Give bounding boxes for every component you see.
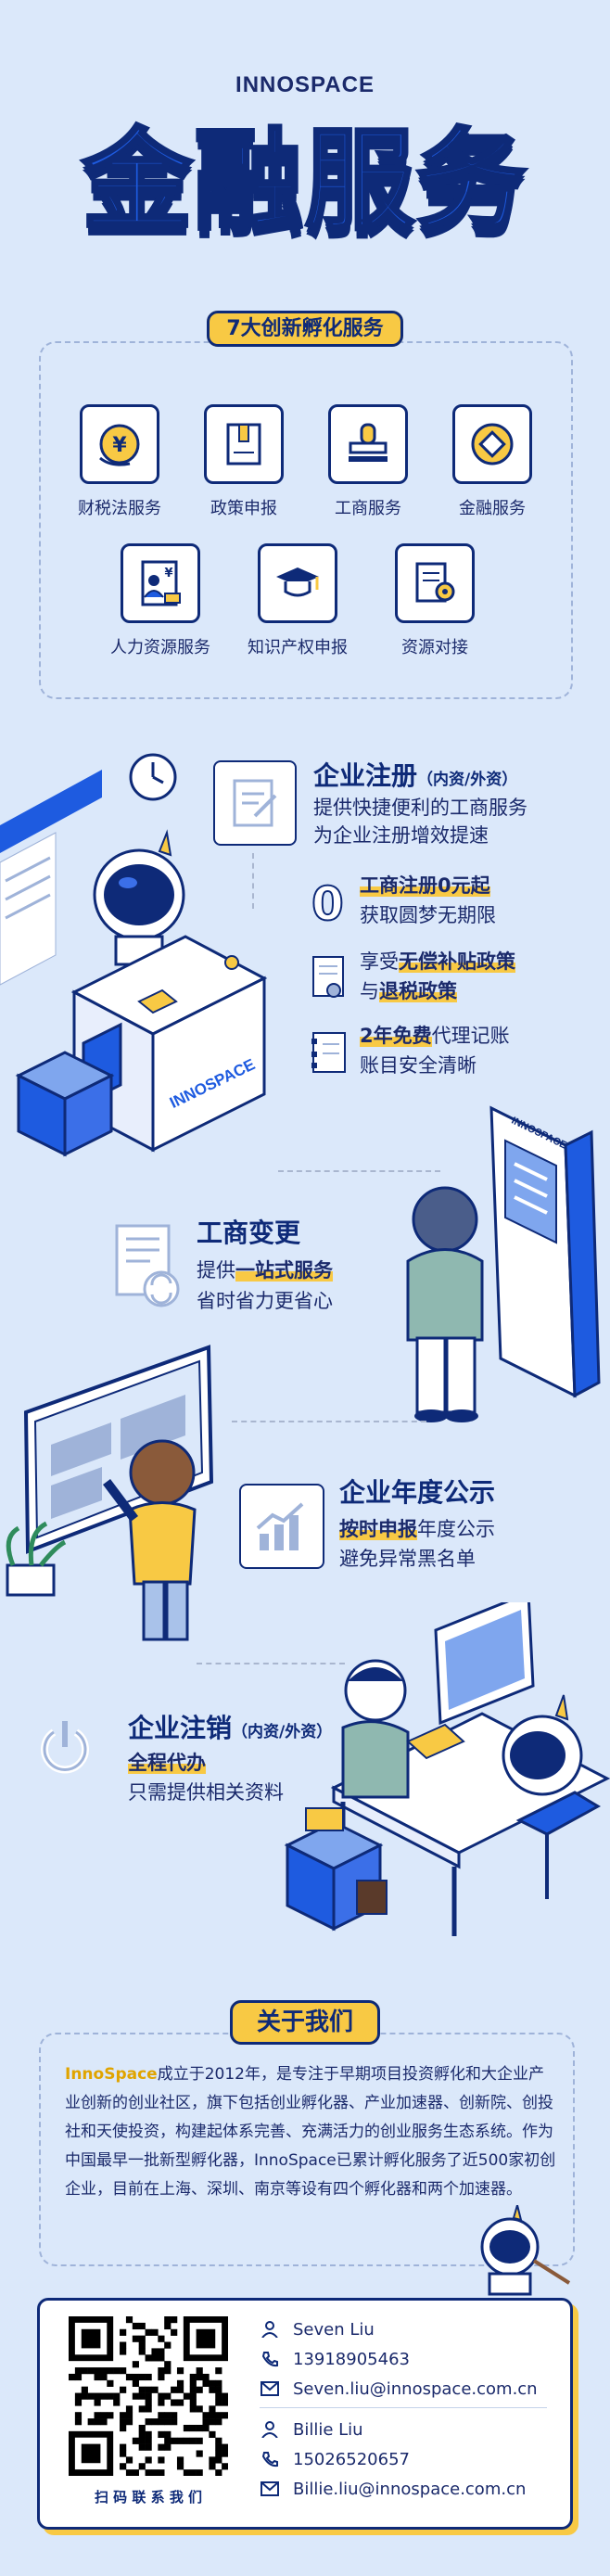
annual-chart-icon bbox=[239, 1484, 324, 1569]
about-badge-wrap: 关于我们 bbox=[0, 2000, 610, 2045]
atm-person-illustration: INNOSPACE bbox=[406, 1105, 601, 1422]
qr-code[interactable] bbox=[69, 2316, 228, 2476]
service-item-tax[interactable]: ¥ 财税法服务 bbox=[59, 404, 180, 519]
phone-icon bbox=[260, 2451, 280, 2468]
cancel-title: 企业注销（内资/外资） bbox=[128, 1713, 333, 1743]
change-line-2: 省时省力更省心 bbox=[197, 1290, 333, 1312]
contact-name-row: Seven Liu bbox=[260, 2315, 538, 2344]
connector-line bbox=[252, 853, 254, 909]
resource-gear-icon bbox=[395, 543, 475, 623]
change-line-1: 提供一站式服务 bbox=[197, 1259, 333, 1282]
annual-line-1: 按时申报年度公示 bbox=[339, 1518, 495, 1540]
svg-text:¥: ¥ bbox=[112, 434, 127, 457]
change-title: 工商变更 bbox=[197, 1218, 301, 1248]
feature-2-title: 享受无偿补贴政策 bbox=[360, 950, 515, 973]
service-label: 政策申报 bbox=[210, 499, 277, 518]
coin-icon bbox=[452, 404, 532, 484]
astronaut-mascot bbox=[480, 2205, 571, 2296]
registration-title: 企业注册（内资/外资） bbox=[313, 760, 518, 791]
mail-icon bbox=[260, 2481, 280, 2496]
tax-coin-icon: ¥ bbox=[80, 404, 159, 484]
feature-3-line2: 账目安全清晰 bbox=[360, 1054, 477, 1077]
services-badge-wrap: 7大创新孵化服务 bbox=[0, 311, 610, 347]
stamp-icon bbox=[328, 404, 408, 484]
annual-title: 企业年度公示 bbox=[339, 1477, 496, 1508]
service-label: 金融服务 bbox=[459, 499, 526, 518]
phone-icon bbox=[260, 2351, 280, 2367]
mail-icon bbox=[260, 2381, 280, 2396]
hr-document-icon: ¥ bbox=[121, 543, 200, 623]
services-badge: 7大创新孵化服务 bbox=[207, 311, 403, 347]
registration-form-icon bbox=[213, 760, 297, 846]
registration-illustration: INNOSPACE bbox=[0, 753, 268, 1157]
cancel-line-1: 全程代办 bbox=[128, 1752, 206, 1774]
contact-email-row[interactable]: Seven.liu@innospace.com.cn bbox=[260, 2374, 538, 2404]
change-document-icon bbox=[113, 1222, 180, 1311]
power-icon bbox=[37, 1717, 93, 1780]
service-label: 工商服务 bbox=[335, 499, 401, 518]
contact-phone-row[interactable]: 15026520657 bbox=[260, 2444, 526, 2474]
feature-1-line2: 获取圆梦无期限 bbox=[360, 904, 496, 926]
service-item-policy[interactable]: 政策申报 bbox=[184, 404, 304, 519]
svg-text:¥: ¥ bbox=[164, 567, 172, 580]
cabinet-illustration bbox=[284, 1807, 388, 1932]
zero-glyph-icon: 0 bbox=[311, 876, 345, 932]
contact-email-row[interactable]: Billie.liu@innospace.com.cn bbox=[260, 2474, 526, 2504]
feature-2-line2: 与退税政策 bbox=[360, 980, 457, 1002]
service-item-business[interactable]: 工商服务 bbox=[308, 404, 428, 519]
ledger-icon bbox=[310, 1029, 350, 1081]
feature-1-title: 工商注册0元起 bbox=[360, 874, 490, 897]
registration-desc-2: 为企业注册增效提速 bbox=[313, 824, 489, 847]
board-person-illustration bbox=[6, 1345, 214, 1641]
contact-person-1: Seven Liu 13918905463 Seven.liu@innospac… bbox=[260, 2315, 538, 2404]
connector-line bbox=[232, 1421, 426, 1422]
brand-logo: INNOSPACE bbox=[235, 72, 375, 97]
service-label: 财税法服务 bbox=[78, 499, 161, 518]
person-icon bbox=[260, 2421, 280, 2438]
about-text: InnoSpace成立于2012年，是专注于早期项目投资孵化和大企业产业创新的创… bbox=[65, 2065, 556, 2199]
service-item-finance[interactable]: 金融服务 bbox=[432, 404, 553, 519]
feature-3-title: 2年免费代理记账 bbox=[360, 1025, 510, 1047]
service-label: 知识产权申报 bbox=[248, 638, 348, 657]
contact-divider bbox=[260, 2407, 547, 2408]
connector-line bbox=[278, 1170, 440, 1172]
qr-caption: 扫 码 联 系 我 们 bbox=[94, 2489, 203, 2506]
service-item-resource[interactable]: 资源对接 bbox=[375, 543, 495, 658]
service-item-ip[interactable]: 知识产权申报 bbox=[237, 543, 358, 658]
contact-name-row: Billie Liu bbox=[260, 2415, 526, 2444]
registration-desc-1: 提供快捷便利的工商服务 bbox=[313, 797, 527, 819]
service-label: 资源对接 bbox=[401, 638, 468, 657]
contact-phone-row[interactable]: 13918905463 bbox=[260, 2344, 538, 2374]
contact-person-2: Billie Liu 15026520657 Billie.liu@innosp… bbox=[260, 2415, 526, 2504]
cancel-line-2: 只需提供相关资料 bbox=[128, 1781, 284, 1804]
connector-line bbox=[197, 1663, 345, 1664]
service-item-hr[interactable]: ¥ 人力资源服务 bbox=[100, 543, 221, 658]
policy-book-icon bbox=[204, 404, 284, 484]
graduation-cap-icon bbox=[258, 543, 337, 623]
person-icon bbox=[260, 2321, 280, 2338]
desk-worker-illustration bbox=[330, 1602, 610, 1936]
hero-title: 金融服务 bbox=[81, 115, 527, 247]
about-badge: 关于我们 bbox=[229, 2000, 380, 2045]
service-label: 人力资源服务 bbox=[110, 638, 210, 657]
annual-line-2: 避免异常黑名单 bbox=[339, 1548, 476, 1570]
certificate-icon bbox=[310, 955, 350, 1007]
